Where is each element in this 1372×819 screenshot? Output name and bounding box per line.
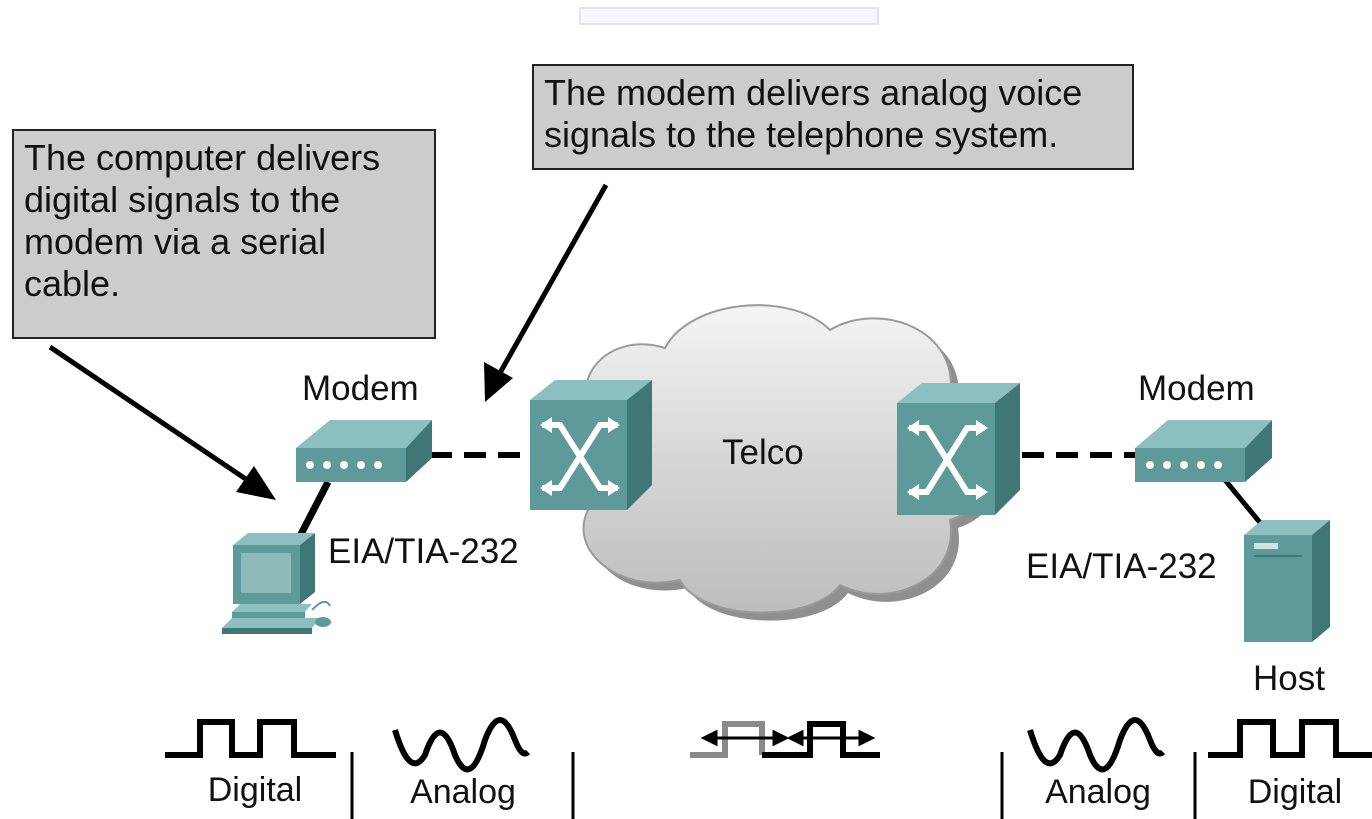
- modem-callout: The modem delivers analog voice signals …: [532, 64, 1134, 170]
- modem-right-label: Modem: [1138, 369, 1255, 408]
- modem-left-label: Modem: [302, 369, 419, 408]
- transition-arrows-center: [700, 729, 876, 747]
- arrow-computer-callout: [48, 344, 276, 500]
- signal-label-digital-left: Digital: [207, 771, 303, 809]
- signal-label-digital-right: Digital: [1247, 773, 1343, 811]
- transition-wave-center: [690, 721, 880, 758]
- switch-right-icon: [897, 383, 1020, 515]
- switch-left-icon: [530, 380, 652, 510]
- host-server-icon: [1244, 520, 1330, 642]
- modem-left-icon: [296, 420, 432, 482]
- host-label: Host: [1253, 659, 1325, 698]
- top-tab: [579, 7, 879, 25]
- analog-wave-right: [1027, 717, 1166, 773]
- cable-right-label: EIA/TIA-232: [1026, 547, 1217, 586]
- signal-label-analog-left: Analog: [410, 773, 516, 811]
- serial-cable-right: [1223, 478, 1264, 527]
- analog-wave-left: [392, 717, 531, 773]
- computer-icon: [222, 533, 331, 634]
- arrow-modem-callout: [484, 183, 609, 402]
- computer-callout: The computer delivers digital signals to…: [12, 129, 436, 339]
- telco-cloud: [570, 304, 1003, 621]
- digital-wave-left: [165, 719, 336, 758]
- cloud-label: Telco: [722, 433, 804, 472]
- serial-cable-left: [294, 480, 332, 542]
- digital-wave-right: [1208, 719, 1372, 758]
- modem-right-icon: [1135, 420, 1272, 482]
- cable-left-label: EIA/TIA-232: [328, 532, 519, 571]
- signal-label-analog-right: Analog: [1045, 773, 1151, 811]
